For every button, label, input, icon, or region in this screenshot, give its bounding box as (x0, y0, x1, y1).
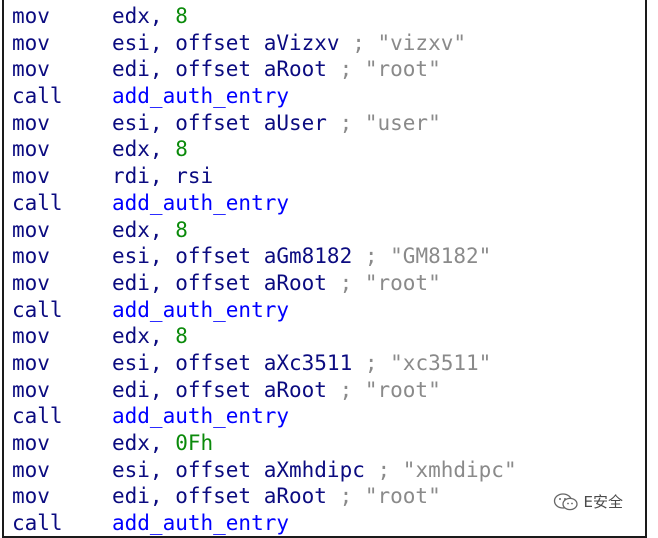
asm-line[interactable]: mov edx, 8 (12, 136, 645, 163)
asm-line[interactable]: mov rdi, rsi (12, 163, 645, 190)
asm-mnemonic: call (12, 297, 63, 322)
asm-immediate: 8 (175, 324, 188, 349)
asm-mnemonic: mov (12, 324, 50, 349)
asm-line[interactable]: mov esi, offset aVizxv ; "vizxv" (12, 30, 645, 57)
asm-line[interactable]: call add_auth_entry (12, 297, 645, 324)
asm-comment: ; "root" (339, 377, 441, 402)
asm-comment: ; "xc3511" (364, 350, 492, 375)
asm-mnemonic: mov (12, 217, 50, 242)
asm-line[interactable]: call add_auth_entry (12, 510, 645, 536)
asm-operands: edx, (112, 324, 176, 349)
asm-operands: edi, offset aRoot (112, 270, 340, 295)
asm-callee-link[interactable]: add_auth_entry (112, 404, 290, 429)
asm-mnemonic: mov (12, 350, 50, 375)
asm-mnemonic: mov (12, 484, 50, 509)
wechat-icon (553, 492, 578, 510)
asm-operands: edx, (112, 137, 176, 162)
asm-immediate: 8 (175, 217, 188, 242)
asm-mnemonic: mov (12, 4, 50, 28)
asm-operands: esi, offset aXc3511 (112, 350, 365, 375)
asm-mnemonic: call (12, 511, 63, 536)
asm-line[interactable]: mov edx, 8 (12, 217, 645, 244)
asm-operands: edx, (112, 217, 176, 242)
asm-line[interactable]: call add_auth_entry (12, 403, 645, 430)
asm-operands: esi, offset aUser (112, 110, 340, 135)
asm-comment: ; "root" (339, 270, 441, 295)
asm-mnemonic: mov (12, 30, 50, 55)
asm-comment: ; "root" (339, 57, 441, 82)
asm-line[interactable]: mov esi, offset aGm8182 ; "GM8182" (12, 243, 645, 270)
asm-line[interactable]: mov edx, 8 (12, 3, 645, 30)
asm-operands: edi, offset aRoot (112, 484, 340, 509)
asm-immediate: 8 (175, 137, 188, 162)
asm-immediate: 0Fh (175, 431, 214, 455)
asm-mnemonic: call (12, 404, 63, 429)
asm-line[interactable]: mov edi, offset aRoot ; "root" (12, 377, 645, 404)
asm-comment: ; "xmhdipc" (377, 457, 517, 482)
asm-comment: ; "GM8182" (364, 244, 492, 269)
asm-mnemonic: mov (12, 57, 50, 82)
asm-mnemonic: mov (12, 457, 50, 482)
asm-line[interactable]: mov edi, offset aRoot ; "root" (12, 56, 645, 83)
asm-line[interactable]: call add_auth_entry (12, 190, 645, 217)
asm-comment: ; "root" (339, 484, 441, 509)
asm-operands: esi, offset aGm8182 (112, 244, 365, 269)
asm-mnemonic: mov (12, 137, 50, 162)
asm-line[interactable]: mov esi, offset aUser ; "user" (12, 110, 645, 137)
asm-callee-link[interactable]: add_auth_entry (112, 511, 290, 536)
asm-operands: esi, offset aXmhdipc (112, 457, 378, 482)
asm-mnemonic: mov (12, 377, 50, 402)
asm-callee-link[interactable]: add_auth_entry (112, 297, 290, 322)
asm-mnemonic: call (12, 84, 63, 109)
asm-mnemonic: mov (12, 270, 50, 295)
asm-operands: edi, offset aRoot (112, 57, 340, 82)
asm-mnemonic: mov (12, 431, 50, 455)
asm-line[interactable]: mov edi, offset aRoot ; "root" (12, 270, 645, 297)
asm-immediate: 8 (175, 4, 188, 28)
asm-comment: ; "vizxv" (352, 30, 467, 55)
watermark: E安全 (553, 491, 623, 512)
disassembly-listing: mov edx, 8 mov esi, offset aVizxv ; "vizxv"… (12, 3, 645, 536)
asm-line[interactable]: mov edi, offset aRoot ; "root" (12, 483, 645, 510)
asm-operands: edx, (112, 4, 176, 28)
asm-mnemonic: call (12, 190, 63, 215)
asm-line[interactable]: call add_auth_entry (12, 83, 645, 110)
asm-mnemonic: mov (12, 110, 50, 135)
asm-operands: edi, offset aRoot (112, 377, 340, 402)
asm-line[interactable]: mov edx, 8 (12, 323, 645, 350)
asm-callee-link[interactable]: add_auth_entry (112, 190, 290, 215)
asm-operands: rdi, rsi (112, 164, 214, 189)
asm-mnemonic: mov (12, 244, 50, 269)
asm-operands: edx, (112, 431, 176, 455)
asm-line[interactable]: mov esi, offset aXmhdipc ; "xmhdipc" (12, 457, 645, 484)
watermark-text: E安全 (583, 493, 623, 511)
asm-line[interactable]: mov edx, 0Fh (12, 430, 645, 457)
asm-line[interactable]: mov esi, offset aXc3511 ; "xc3511" (12, 350, 645, 377)
asm-mnemonic: mov (12, 164, 50, 189)
asm-operands: esi, offset aVizxv (112, 30, 353, 55)
asm-callee-link[interactable]: add_auth_entry (112, 84, 290, 109)
asm-comment: ; "user" (339, 110, 441, 135)
